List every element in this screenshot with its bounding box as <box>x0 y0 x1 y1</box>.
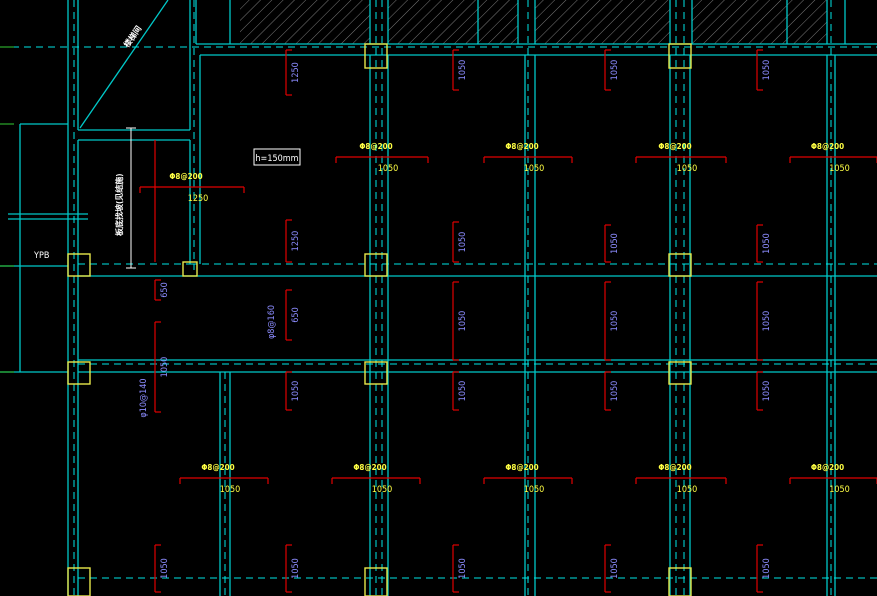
rebar-lines <box>139 49 877 593</box>
top-dim-1: 1050 <box>378 164 399 174</box>
vdim-0-3: 1050 <box>291 381 301 402</box>
vdim-0-2: 650 <box>291 307 301 322</box>
bottom-label-4: Φ8@200 <box>811 463 844 472</box>
bottom-label-1: Φ8@200 <box>353 463 386 472</box>
top-label-4: Φ8@200 <box>811 142 844 151</box>
labels: Φ8@2001250Φ8@2001050Φ8@2001050Φ8@2001050… <box>139 60 850 579</box>
vdim-3-4: 1050 <box>762 558 772 579</box>
bottom-label-2: Φ8@200 <box>505 463 538 472</box>
left-tag-ypb: YPB <box>33 251 49 261</box>
vdim-3-3: 1050 <box>762 381 772 402</box>
top-label-1: Φ8@200 <box>359 142 392 151</box>
side-rebar-1: φ10@140 <box>139 378 149 417</box>
vdim-1-2: 1050 <box>458 311 468 332</box>
vdim-1-3: 1050 <box>458 381 468 402</box>
vdim-4-1: 1050 <box>160 357 170 378</box>
stair-label: 楼梯间 <box>121 24 143 49</box>
top-label-2: Φ8@200 <box>505 142 538 151</box>
vdim-3-0: 1050 <box>762 60 772 81</box>
vdim-3-2: 1050 <box>762 311 772 332</box>
bottom-dim-0: 1050 <box>220 485 241 495</box>
bottom-dim-1: 1050 <box>372 485 393 495</box>
top-dim-3: 1050 <box>677 164 698 174</box>
vdim-0-0: 1250 <box>291 62 301 83</box>
vdim-2-2: 1050 <box>610 311 620 332</box>
top-label-3: Φ8@200 <box>658 142 691 151</box>
vdim-0-1: 1250 <box>291 231 301 252</box>
vdim-1-4: 1050 <box>458 558 468 579</box>
top-dim-0: 1250 <box>188 194 209 204</box>
top-hatch-strips <box>240 0 827 44</box>
vdim-2-3: 1050 <box>610 381 620 402</box>
vdim-3-1: 1050 <box>762 233 772 254</box>
left-grid-markers <box>0 46 14 373</box>
bottom-dim-4: 1050 <box>829 485 850 495</box>
bottom-label-3: Φ8@200 <box>658 463 691 472</box>
bottom-dim-2: 1050 <box>524 485 545 495</box>
slope-dimension <box>126 127 136 269</box>
vdim-2-4: 1050 <box>610 558 620 579</box>
side-rebar-0: φ8@160 <box>267 305 277 339</box>
vdim-4-0: 650 <box>160 282 170 297</box>
bottom-dim-3: 1050 <box>677 485 698 495</box>
vdim-0-4: 1050 <box>291 558 301 579</box>
bottom-label-0: Φ8@200 <box>201 463 234 472</box>
vdim-2-1: 1050 <box>610 233 620 254</box>
columns <box>67 43 692 596</box>
vdim-1-0: 1050 <box>458 60 468 81</box>
top-label-0: Φ8@200 <box>169 172 202 181</box>
top-dim-2: 1050 <box>524 164 545 174</box>
thickness-note-group: h=150mm <box>253 148 301 166</box>
top-dim-4: 1050 <box>829 164 850 174</box>
vdim-2-0: 1050 <box>610 60 620 81</box>
thickness-note: h=150mm <box>255 154 298 164</box>
vdim-1-1: 1050 <box>458 232 468 253</box>
slope-label: 板底找坡(见结施) <box>114 173 124 236</box>
vdim-4-2: 1050 <box>160 558 170 579</box>
